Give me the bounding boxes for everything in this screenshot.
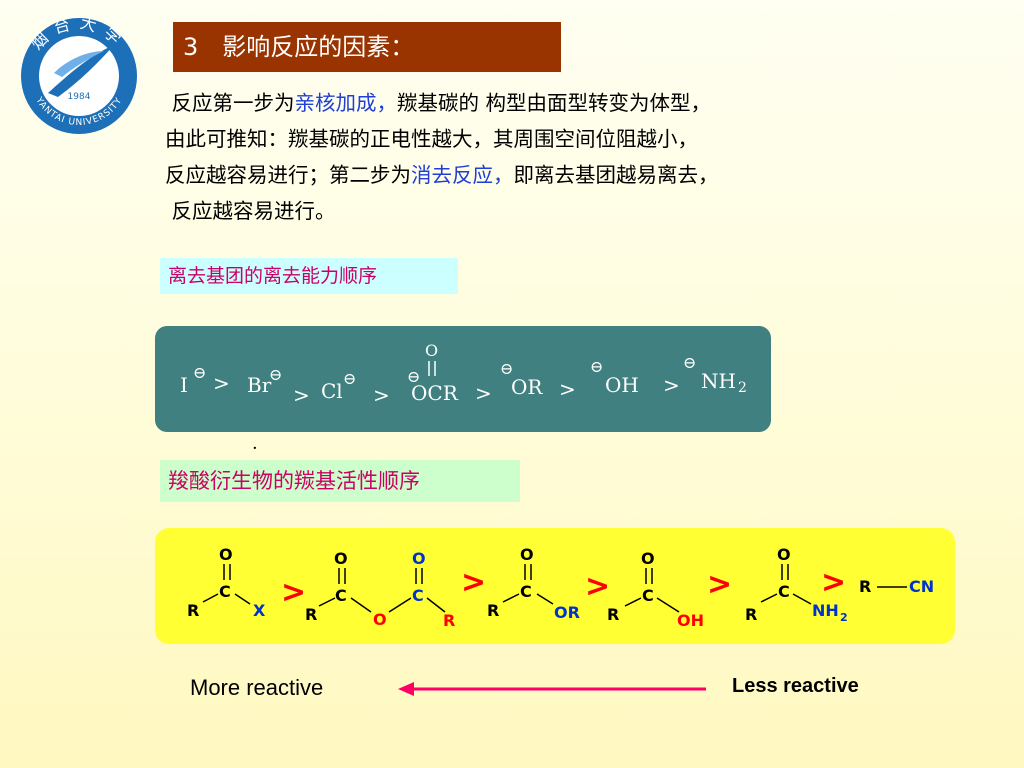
atom-cn: CN xyxy=(909,577,934,596)
greater-than: > xyxy=(663,373,680,397)
intro-text: 羰基碳的 构型由面型转变为体型， xyxy=(397,91,712,115)
atom-r: R xyxy=(607,605,619,624)
charge-icon: ⊖ xyxy=(343,369,356,388)
greater-than: > xyxy=(821,565,846,600)
atom-c: C xyxy=(520,582,532,601)
reactivity-arrow-icon xyxy=(398,682,706,696)
atom-r: R xyxy=(187,601,199,620)
greater-than: > xyxy=(475,381,492,405)
greater-than: > xyxy=(585,569,610,604)
greater-than: > xyxy=(281,575,306,610)
intro-line-3: 反应越容易进行；第二步为消去反应，即离去基团越易离去， xyxy=(165,157,1015,193)
lg-chloride: Cl xyxy=(321,379,343,403)
subscript-2: 2 xyxy=(738,380,747,396)
greater-than: > xyxy=(293,383,310,407)
atom-x: X xyxy=(253,601,266,620)
atom-o: O xyxy=(219,545,233,564)
less-reactive-label: Less reactive xyxy=(732,675,859,697)
leaving-group-diagram: I ⊖ > Br ⊖ > Cl ⊖ > O ⊖ OCR > ⊖ OR > ⊖ O… xyxy=(180,341,747,407)
greater-than: > xyxy=(461,565,486,600)
charge-icon: ⊖ xyxy=(590,357,603,376)
atom-c: C xyxy=(778,582,790,601)
atom-o: O xyxy=(777,545,791,564)
atom-subscript-2: 2 xyxy=(840,611,848,624)
intro-paragraph: 反应第一步为亲核加成，羰基碳的 构型由面型转变为体型， 由此可推知：羰基碳的正电… xyxy=(165,85,1015,229)
charge-icon: ⊖ xyxy=(193,363,206,382)
atom-r: R xyxy=(745,605,757,624)
lg-hydroxide: OH xyxy=(605,373,639,397)
intro-line-4: 反应越容易进行。 xyxy=(165,199,336,223)
atom-c: C xyxy=(335,586,347,605)
atom-c: C xyxy=(219,582,231,601)
atom-o: O xyxy=(412,549,426,568)
slide-title: 3 影响反应的因素： xyxy=(173,22,561,72)
carbonyl-reactivity-label: 羧酸衍生物的羰基活性顺序 xyxy=(160,460,520,502)
atom-r: R xyxy=(859,577,871,596)
atom-o-bridge: O xyxy=(373,610,387,629)
lg-carboxylate: OCR xyxy=(411,381,459,405)
lg-amide: NH xyxy=(701,369,736,393)
atom-r: R xyxy=(305,605,317,624)
atom-oh: OH xyxy=(677,611,704,630)
atom-nh: NH xyxy=(812,601,839,620)
dot-mark: · xyxy=(252,438,258,459)
highlight-nucleophilic-addition: 亲核加成， xyxy=(294,91,398,115)
more-reactive-label: More reactive xyxy=(190,675,324,700)
atom-or: OR xyxy=(554,603,580,622)
charge-icon: ⊖ xyxy=(269,365,282,384)
atom-c: C xyxy=(412,586,424,605)
lg-iodide: I xyxy=(180,373,188,397)
charge-icon: ⊖ xyxy=(407,367,420,386)
atom-o: O xyxy=(641,549,655,568)
carbonyl-series-diagram: O C R X > O C R O O C R > O C R OR > O C… xyxy=(187,545,934,630)
university-logo-icon: 1984 烟台大学 YANTAI UNIVERSITY xyxy=(21,15,137,134)
atom-c: C xyxy=(642,586,654,605)
atom-r: R xyxy=(443,611,455,630)
highlight-elimination: 消去反应， xyxy=(411,163,514,187)
greater-than: > xyxy=(213,371,230,395)
leaving-group-order-box: I ⊖ > Br ⊖ > Cl ⊖ > O ⊖ OCR > ⊖ OR > ⊖ O… xyxy=(155,326,771,432)
logo-year: 1984 xyxy=(68,92,91,102)
lg-alkoxide: OR xyxy=(511,375,543,399)
charge-icon: ⊖ xyxy=(500,359,513,378)
intro-line-1: 反应第一步为亲核加成，羰基碳的 构型由面型转变为体型， xyxy=(165,85,1015,121)
charge-icon: ⊖ xyxy=(683,353,696,372)
lg-bromide: Br xyxy=(247,373,272,397)
atom-r: R xyxy=(487,601,499,620)
intro-text: 即离去基团越易离去， xyxy=(513,163,719,187)
atom-o: O xyxy=(520,545,534,564)
carbonyl-oxygen: O xyxy=(425,341,438,360)
intro-line-2: 由此可推知：羰基碳的正电性越大，其周围空间位阻越小， xyxy=(165,127,698,151)
atom-o: O xyxy=(334,549,348,568)
intro-text: 反应越容易进行；第二步为 xyxy=(165,163,411,187)
greater-than: > xyxy=(707,567,732,602)
carbonyl-reactivity-box: O C R X > O C R O O C R > O C R OR > O C… xyxy=(155,528,955,644)
greater-than: > xyxy=(373,383,390,407)
greater-than: > xyxy=(559,377,576,401)
intro-text: 反应第一步为 xyxy=(165,91,295,115)
leaving-group-label: 离去基团的离去能力顺序 xyxy=(160,258,458,294)
